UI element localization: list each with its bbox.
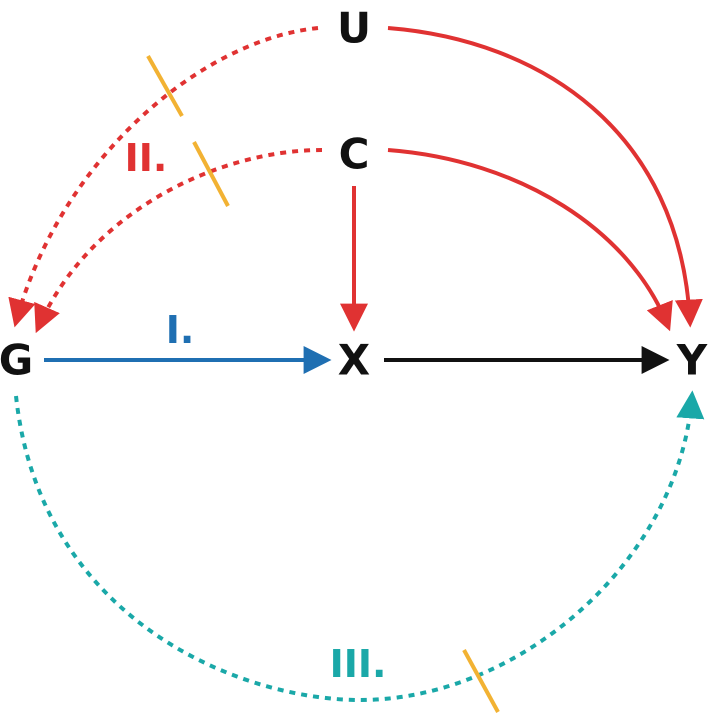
node-c: C <box>339 130 370 179</box>
edge-u-to-y <box>387 26 703 328</box>
path-label-one: I. <box>166 308 195 352</box>
node-g: G <box>0 336 33 385</box>
block-mark-g-y <box>462 649 500 713</box>
node-y: Y <box>676 336 708 385</box>
node-u: U <box>337 4 371 53</box>
block-mark-u-g <box>146 55 184 117</box>
block-mark-c-g <box>192 141 230 207</box>
edge-c-to-g <box>34 148 323 334</box>
path-label-three: III. <box>330 642 387 686</box>
edge-c-to-y <box>387 148 673 332</box>
node-x: X <box>338 336 370 385</box>
path-label-two: II. <box>125 136 168 180</box>
edge-u-to-g <box>8 26 319 328</box>
